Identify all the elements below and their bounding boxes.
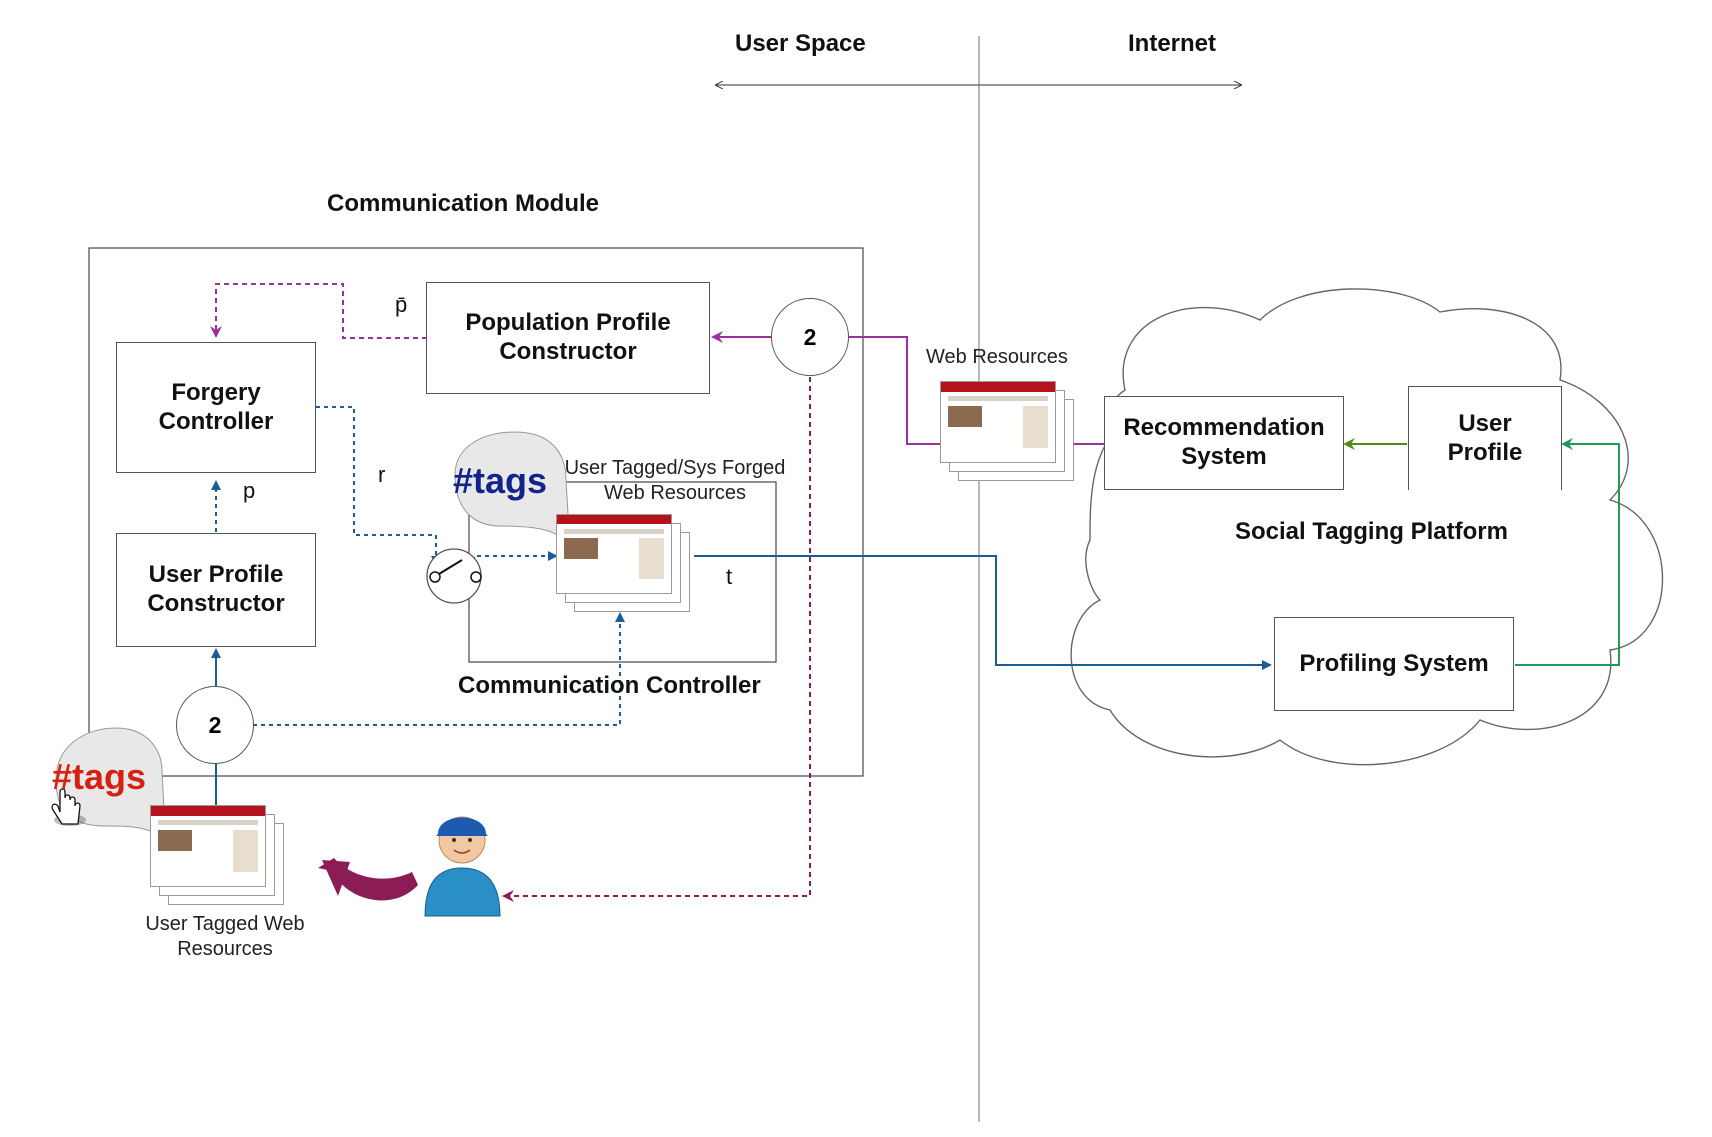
- user-space-label: User Space: [735, 30, 866, 57]
- circle-to-user-dashed: [502, 377, 811, 902]
- communication-module-title: Communication Module: [327, 190, 599, 217]
- population-profile-constructor-box: Population Profile Constructor: [426, 282, 710, 394]
- edge-label-r: r: [378, 462, 386, 487]
- internet-label: Internet: [1128, 30, 1217, 57]
- pbar-dashed-line: [210, 283, 427, 339]
- profiling-to-user-profile-line: [1515, 438, 1620, 666]
- hand-cursor-icon: [51, 788, 86, 826]
- user-profile-constructor-box: User Profile Constructor: [116, 533, 316, 647]
- recommendation-system-box: Recommendation System: [1104, 396, 1344, 490]
- tags-label-user: #tags: [52, 756, 147, 797]
- communication-module-frame: [88, 247, 864, 777]
- t-line: [694, 555, 1272, 670]
- edge-label-t: t: [726, 564, 733, 589]
- tags-label-forged: #tags: [453, 460, 548, 501]
- user-profile-box: User Profile: [1408, 386, 1562, 490]
- forged-resources-label: User Tagged/Sys Forged Web Resources: [564, 457, 786, 504]
- merge-circle-top: 2: [771, 298, 849, 376]
- user-avatar-icon: [424, 816, 501, 917]
- forgery-controller-box: Forgery Controller: [116, 342, 316, 473]
- user-tagged-resources-label: User Tagged Web Resources: [145, 913, 305, 960]
- edge-label-p: p: [243, 478, 256, 503]
- communication-controller-label: Communication Controller: [458, 672, 761, 699]
- forged-pages-stack: [556, 514, 696, 612]
- edge-label-pbar: p̄: [395, 292, 408, 317]
- tags-bubble-forged: [454, 431, 571, 549]
- user-tagged-pages-stack: [150, 805, 290, 905]
- circle-to-cc-dashed: [253, 612, 625, 726]
- switch-to-pages-dashed: [473, 551, 558, 577]
- profiling-system-box: Profiling System: [1274, 617, 1514, 711]
- r-dashed-line: [316, 406, 441, 566]
- web-resources-label: Web Resources: [926, 346, 1068, 368]
- social-tagging-platform-title: Social Tagging Platform: [1235, 518, 1508, 545]
- web-resources-pages-stack: [940, 381, 1080, 481]
- curved-arrow-head: [322, 860, 350, 896]
- switch-icon: [426, 548, 482, 604]
- merge-circle-bottom: 2: [176, 686, 254, 764]
